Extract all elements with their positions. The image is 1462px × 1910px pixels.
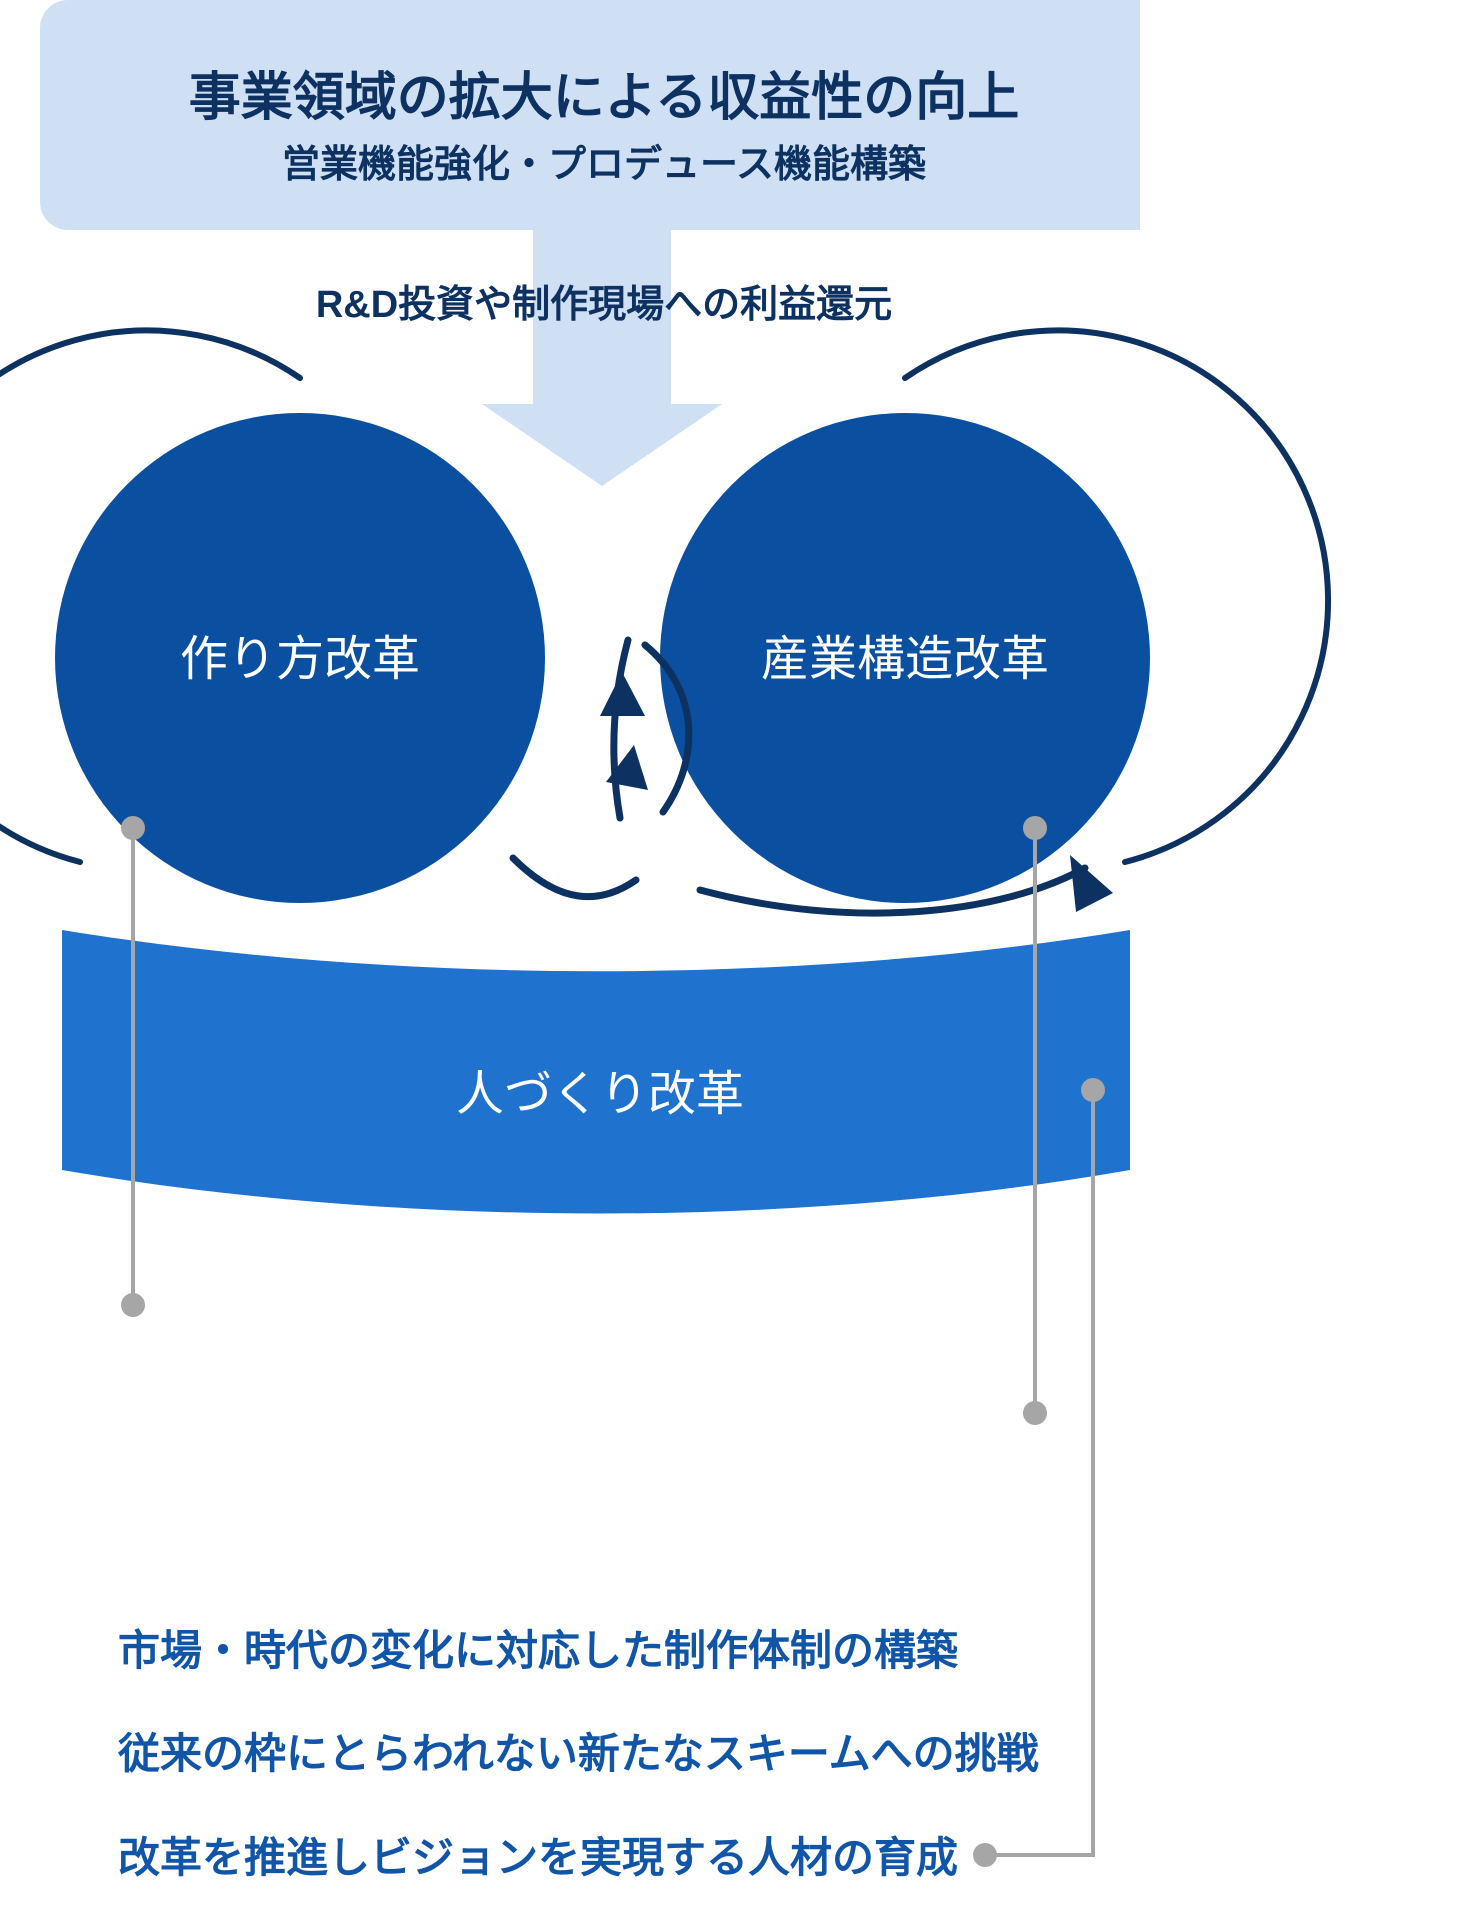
leader-dot-band-top xyxy=(1081,1078,1105,1102)
callout-text-1: 市場・時代の変化に対応した制作体制の構築 xyxy=(118,1627,959,1674)
circulation-arc-lower xyxy=(509,854,640,900)
circle-right-label: 産業構造改革 xyxy=(761,633,1049,686)
down-arrow-shape xyxy=(482,230,722,486)
circle-left-outer-arc xyxy=(0,327,303,865)
circle-left-label: 作り方改革 xyxy=(180,633,420,686)
leader-dot-right-top xyxy=(1023,816,1047,840)
arrow-label: R&D投資や制作現場への利益還元 xyxy=(316,284,892,326)
leader-lines-group xyxy=(121,816,1105,1867)
down-arrow xyxy=(482,230,722,486)
band-label: 人づくり改革 xyxy=(456,1068,744,1121)
callout-text-3: 改革を推進しビジョンを実現する人材の育成 xyxy=(118,1834,958,1881)
circulation-arc-inner-upper xyxy=(610,636,632,822)
circulation-arc-outer-bottom xyxy=(696,864,1089,917)
circulation-arrowhead-upright xyxy=(606,745,648,790)
leader-dot-left-top xyxy=(121,816,145,840)
callout-text-2: 従来の枠にとらわれない新たなスキームへの挑戦 xyxy=(117,1730,1039,1777)
circle-left-fill xyxy=(55,413,545,903)
circulation-arrows xyxy=(509,636,1113,917)
header-title-main: 事業領域の拡大による収益性の向上 xyxy=(189,68,1019,127)
callouts-group: 市場・時代の変化に対応した制作体制の構築 従来の枠にとらわれない新たなスキームへ… xyxy=(117,1627,1039,1881)
header-panel: 事業領域の拡大による収益性の向上 営業機能強化・プロデュース機能構築 xyxy=(40,0,1140,230)
circulation-arc-right-inner xyxy=(641,641,693,816)
circle-right-outer-arc xyxy=(902,327,1332,865)
circulation-arrowhead-up xyxy=(600,672,645,716)
band-shape xyxy=(62,930,1130,1214)
circle-right-fill xyxy=(660,413,1150,903)
header-panel-background xyxy=(40,0,1140,230)
leader-dot-right-bottom xyxy=(1023,1401,1047,1425)
header-title-sub: 営業機能強化・プロデュース機能構築 xyxy=(282,143,927,186)
circle-left-group: 作り方改革 xyxy=(0,327,545,903)
circle-right-group: 産業構造改革 xyxy=(660,327,1332,903)
band-group: 人づくり改革 xyxy=(62,930,1130,1214)
circulation-arrowhead-right xyxy=(1070,855,1113,912)
leader-dot-band-end xyxy=(973,1843,997,1867)
leader-dot-left-bottom xyxy=(121,1293,145,1317)
leader-line-band xyxy=(985,1090,1095,1857)
